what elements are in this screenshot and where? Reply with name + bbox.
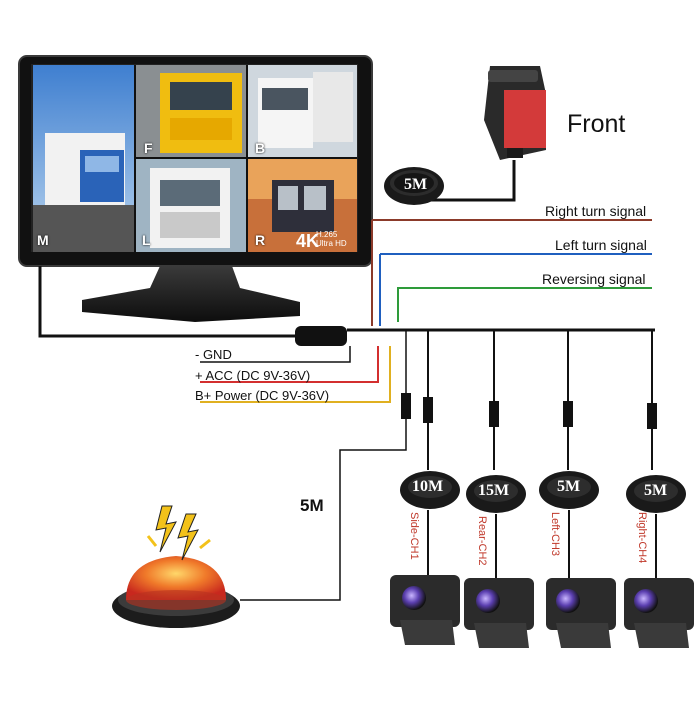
view-label-b: B bbox=[255, 140, 266, 156]
channel-label-ch3: Left-CH3 bbox=[549, 512, 561, 557]
view-label-m: M bbox=[37, 232, 49, 248]
cable-length-ch4: 5M bbox=[644, 482, 668, 499]
acc-wire bbox=[200, 346, 379, 383]
front-camera-label: Front bbox=[567, 110, 626, 138]
view-tile-b bbox=[248, 65, 357, 157]
channel-label-ch1: Side-CH1 bbox=[408, 512, 420, 560]
monitor-cable bbox=[38, 266, 300, 338]
reversing-wire bbox=[397, 287, 652, 322]
camera-ch4 bbox=[624, 514, 694, 648]
codec-badge: H.265 Ultra HD bbox=[316, 230, 347, 248]
camera-ch3 bbox=[546, 510, 616, 648]
flash-icon bbox=[146, 505, 211, 561]
camera-ch2 bbox=[464, 514, 534, 648]
right-turn-label: Right turn signal bbox=[545, 203, 647, 219]
view-label-r: R bbox=[255, 232, 266, 248]
front-camera bbox=[484, 66, 546, 160]
cable-length-ch2: 15M bbox=[478, 482, 510, 499]
gnd-wire bbox=[200, 346, 351, 363]
channel-label-ch4: Right-CH4 bbox=[636, 512, 648, 564]
resolution-badge: 4K bbox=[296, 231, 320, 251]
view-tile-r bbox=[248, 159, 357, 252]
view-tile-f bbox=[136, 65, 246, 157]
front-cable-length: 5M bbox=[404, 176, 428, 193]
gnd-label: - GND bbox=[195, 347, 232, 362]
cable-length-ch1: 10M bbox=[412, 478, 444, 495]
front-cable-coil bbox=[384, 167, 444, 205]
view-tile-l bbox=[136, 159, 246, 252]
acc-label: + ACC (DC 9V-36V) bbox=[195, 368, 311, 383]
harness-connector bbox=[295, 326, 347, 346]
camera-cable-coils bbox=[400, 471, 686, 513]
alarm-cable-length: 5M bbox=[300, 496, 324, 515]
alarm-light bbox=[112, 556, 240, 628]
codec-sub-label: Ultra HD bbox=[316, 239, 347, 248]
power-label: B+ Power (DC 9V-36V) bbox=[195, 388, 330, 403]
view-label-f: F bbox=[144, 140, 153, 156]
view-label-l: L bbox=[142, 232, 151, 248]
front-camera-wire bbox=[410, 160, 516, 202]
monitor-stand bbox=[82, 266, 300, 322]
view-tile-m bbox=[33, 65, 134, 252]
camera-drops bbox=[401, 330, 657, 470]
rear-cameras bbox=[390, 510, 694, 648]
camera-ch1 bbox=[390, 510, 460, 645]
reversing-label: Reversing signal bbox=[542, 271, 646, 287]
power-wire bbox=[200, 346, 391, 403]
cable-length-ch3: 5M bbox=[557, 478, 581, 495]
codec-label: H.265 bbox=[316, 230, 338, 239]
channel-label-ch2: Rear-CH2 bbox=[476, 516, 488, 566]
left-turn-label: Left turn signal bbox=[555, 237, 647, 253]
monitor bbox=[18, 55, 373, 322]
